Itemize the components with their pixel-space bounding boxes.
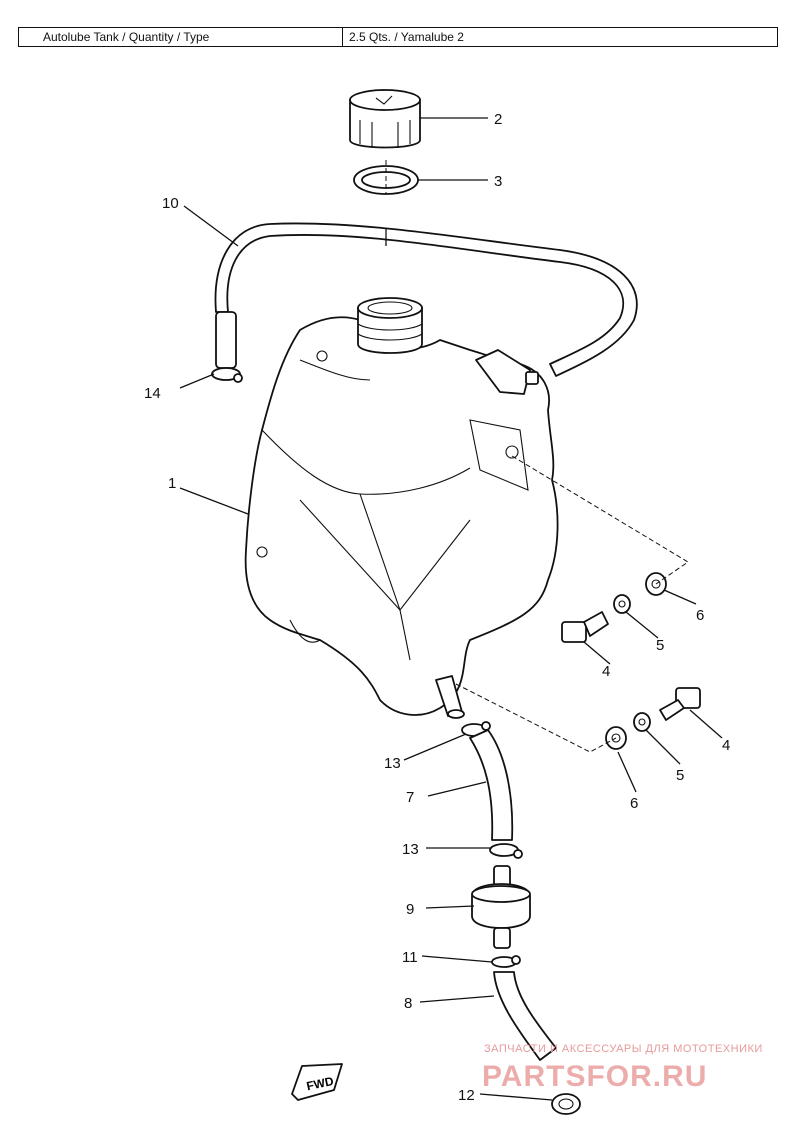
- oil-hose-lower: [493, 971, 557, 1061]
- callout-cap-seal: 3: [494, 173, 502, 190]
- callout-clip-lower: 11: [402, 949, 418, 966]
- callout-plug: 12: [458, 1087, 475, 1104]
- breather-hose: [214, 222, 638, 377]
- callout-clip-upper-b: 13: [402, 841, 419, 858]
- assembly-line-lower: [455, 683, 617, 753]
- callout-hose-upper: 7: [406, 789, 414, 806]
- breather-fitting: [211, 311, 243, 383]
- callout-bolt-lower: 4: [722, 737, 730, 754]
- oil-hose-upper: [469, 729, 514, 841]
- assembly-line-upper: [511, 455, 689, 585]
- callout-clip-breather: 14: [144, 385, 161, 402]
- hose-plug: [551, 1093, 581, 1115]
- fwd-mark: FWD: [305, 1074, 335, 1093]
- watermark-logo: PARTSFOR.RU: [482, 1060, 707, 1093]
- callout-hose-lower: 8: [404, 995, 412, 1012]
- callout-tank: 1: [168, 475, 176, 492]
- callout-grommet-lower: 6: [630, 795, 638, 812]
- spec-table: Autolube Tank / Quantity / Type 2.5 Qts.…: [18, 27, 778, 47]
- upper-mount-hardware: [561, 572, 667, 643]
- callout-filter: 9: [406, 901, 414, 918]
- callout-washer-lower: 5: [676, 767, 684, 784]
- callout-washer-upper: 5: [656, 637, 664, 654]
- hose-clip-middle: [489, 843, 523, 859]
- callout-clip-upper-a: 13: [384, 755, 401, 772]
- callout-grommet-upper: 6: [696, 607, 704, 624]
- tank-cap: [349, 89, 421, 149]
- callout-cap: 2: [494, 111, 502, 128]
- hose-clip-lower: [491, 955, 521, 968]
- lower-mount-hardware: [605, 687, 701, 750]
- spec-label: Autolube Tank / Quantity / Type: [19, 28, 343, 46]
- callout-breather-hose: 10: [162, 195, 179, 212]
- oil-filter: [471, 865, 531, 949]
- fwd-arrow-icon: FWD: [291, 1063, 343, 1101]
- callout-bolt-upper: 4: [602, 663, 610, 680]
- watermark-tagline: ЗАПЧАСТИ И АКСЕССУАРЫ ДЛЯ МОТОТЕХНИКИ: [484, 1043, 763, 1055]
- spec-value: 2.5 Qts. / Yamalube 2: [349, 30, 464, 44]
- oil-tank: [244, 297, 559, 719]
